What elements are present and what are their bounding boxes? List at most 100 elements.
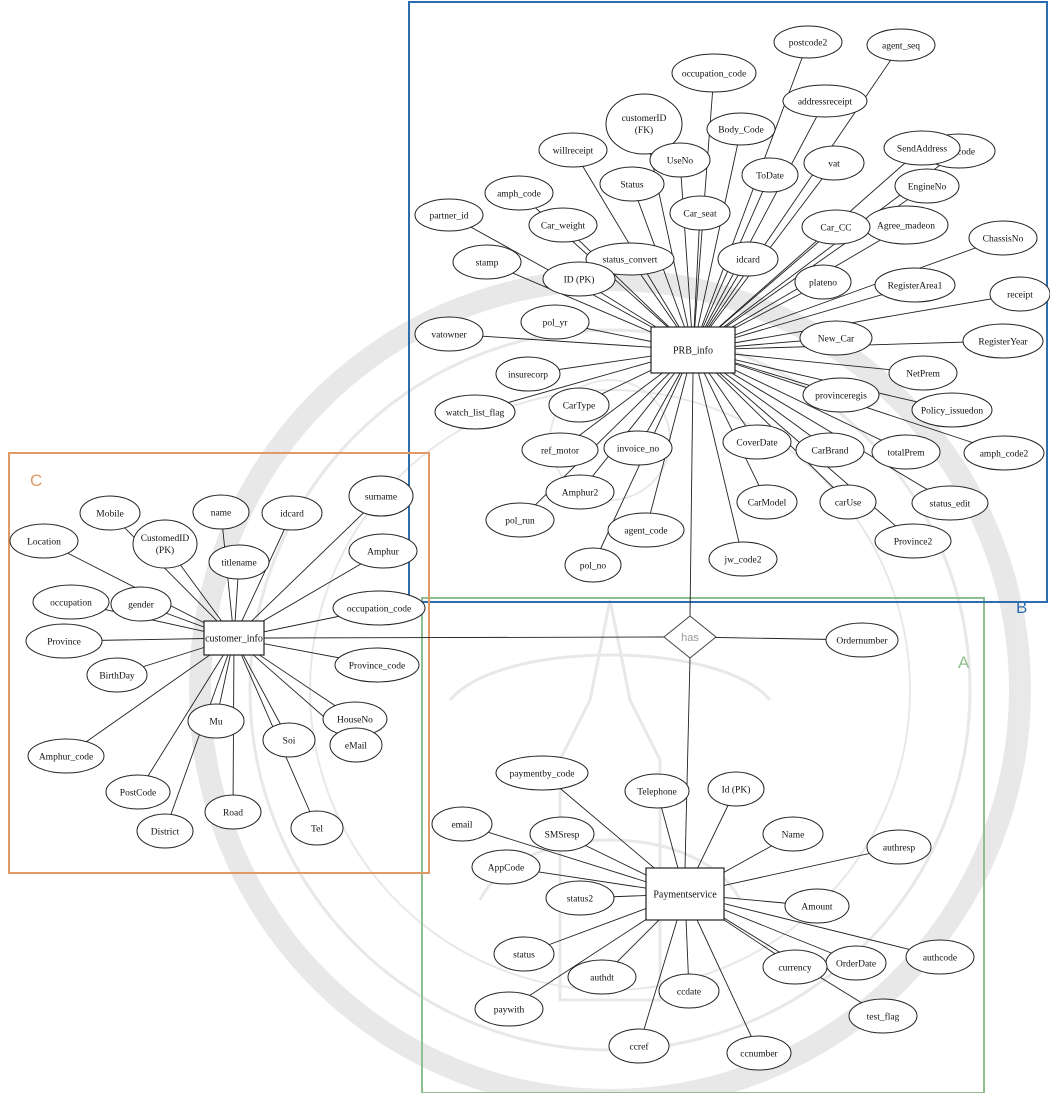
- attribute-label: CoverDate: [736, 439, 777, 449]
- attribute-body-code: Body_Code: [707, 113, 775, 145]
- attribute-email: eMail: [330, 728, 382, 762]
- attribute-label: stamp: [476, 259, 499, 269]
- attribute-occupation-code: occupation_code: [672, 54, 756, 92]
- attribute-label: addressreceipt: [798, 98, 853, 108]
- attribute-label: surname: [365, 493, 397, 503]
- attribute-id-pk: ID (PK): [543, 262, 615, 296]
- attribute-carbrand: CarBrand: [796, 433, 864, 467]
- attribute-jw-code2: jw_code2: [709, 542, 777, 576]
- attribute-car-weight: Car_weight: [529, 208, 597, 242]
- attribute-car-seat: Car_seat: [670, 196, 730, 230]
- attribute-label: jw_code2: [724, 556, 762, 566]
- attribute-ellipse: [133, 520, 197, 568]
- attribute-vat: vat: [804, 146, 864, 180]
- relationship-label: has: [681, 632, 699, 644]
- attribute-label: vatowner: [431, 331, 467, 341]
- attribute-label: agent_code: [624, 527, 667, 537]
- attribute-occupation: occupation: [33, 585, 109, 619]
- attribute-label-line2: (PK): [156, 545, 174, 556]
- attribute-caruse: carUse: [820, 485, 876, 519]
- attribute-authcode: authcode: [906, 940, 974, 974]
- attribute-postcode2: postcode2: [774, 26, 842, 58]
- attribute-label: pol_run: [505, 517, 535, 527]
- attribute-label: UseNo: [667, 157, 694, 167]
- attribute-label: ToDate: [756, 172, 784, 182]
- attribute-label: status: [513, 951, 535, 961]
- attribute-label: CarType: [563, 402, 596, 412]
- attribute-occupation-code: occupation_code: [333, 591, 425, 625]
- entity-paymentservice: Paymentservice: [646, 868, 724, 920]
- attribute-currency: currency: [763, 950, 827, 984]
- attribute-plateno: plateno: [795, 265, 851, 299]
- attribute-pol-no: pol_no: [565, 548, 621, 582]
- attribute-postcode: PostCode: [106, 775, 170, 809]
- entity-label: PRB_info: [673, 346, 713, 357]
- attribute-birthday: BirthDay: [87, 658, 147, 692]
- attribute-label: partner_id: [429, 212, 468, 222]
- attribute-addressreceipt: addressreceipt: [783, 85, 867, 117]
- attribute-label: Car_CC: [820, 224, 851, 234]
- attribute-receipt: receipt: [990, 277, 1050, 311]
- attribute-label: status2: [567, 895, 594, 905]
- attribute-orderdate: OrderDate: [826, 946, 886, 980]
- attribute-label: currency: [778, 964, 811, 974]
- attribute-label: authdt: [590, 974, 614, 984]
- attribute-label: CarModel: [748, 499, 787, 509]
- attribute-soi: Soi: [263, 723, 315, 757]
- attribute-label: Id (PK): [722, 785, 751, 796]
- attribute-name: Name: [763, 817, 823, 851]
- attribute-ccdate: ccdate: [659, 974, 719, 1008]
- attribute-label: OrderDate: [836, 960, 876, 970]
- attribute-label: agent_seq: [882, 42, 920, 52]
- attribute-district: District: [137, 814, 193, 848]
- attribute-amph-code2: amph_code2: [964, 436, 1044, 470]
- attribute-ccref: ccref: [609, 1029, 669, 1063]
- attribute-totalprem: totalPrem: [872, 435, 940, 469]
- attribute-amph-code: amph_code: [485, 176, 553, 210]
- attribute-label: amph_code: [497, 190, 541, 200]
- entity-label: customer_info: [205, 634, 263, 645]
- attribute-label: authresp: [883, 844, 915, 854]
- attribute-label-line2: (FK): [635, 125, 653, 136]
- attribute-label: idcard: [736, 256, 760, 266]
- attribute-todate: ToDate: [742, 158, 798, 192]
- attribute-agent-seq: agent_seq: [867, 29, 935, 61]
- attribute-label: status_edit: [930, 500, 971, 510]
- attribute-name: name: [193, 495, 249, 529]
- attribute-label: EngineNo: [908, 183, 947, 193]
- attribute-label: Telephone: [637, 788, 676, 798]
- attribute-label: provinceregis: [815, 392, 867, 402]
- attribute-status2: status2: [546, 881, 614, 915]
- entity-customer-info: customer_info: [204, 621, 264, 655]
- attribute-label: paymentby_code: [510, 770, 575, 780]
- attribute-mu: Mu: [188, 704, 244, 738]
- entity-label: Paymentservice: [653, 890, 717, 901]
- attribute-label: watch_list_flag: [446, 408, 505, 419]
- entity-prb-info: PRB_info: [651, 327, 735, 373]
- attribute-engineno: EngineNo: [895, 169, 959, 203]
- attribute-coverdate: CoverDate: [723, 425, 791, 459]
- attribute-label: idcard: [280, 510, 304, 520]
- attribute-tel: Tel: [291, 811, 343, 845]
- attribute-invoice-no: invoice_no: [604, 431, 672, 465]
- attribute-label: Amphur2: [562, 489, 599, 499]
- attribute-label: totalPrem: [888, 449, 926, 459]
- attribute-label: plateno: [809, 279, 837, 289]
- attribute-status: Status: [600, 167, 664, 201]
- attribute-telephone: Telephone: [625, 774, 689, 808]
- attribute-label: NetPrem: [906, 370, 940, 380]
- attribute-agree-madeon: Agree_madeon: [864, 206, 948, 244]
- attribute-amount: Amount: [785, 889, 849, 923]
- attribute-label: New_Car: [818, 335, 855, 345]
- attribute-ref-motor: ref_motor: [522, 433, 598, 467]
- attribute-titlename: titlename: [209, 545, 269, 579]
- attribute-label: District: [151, 828, 180, 838]
- attribute-status-edit: status_edit: [912, 486, 988, 520]
- attribute-netprem: NetPrem: [889, 356, 957, 390]
- attribute-label: PostCode: [120, 789, 156, 799]
- attribute-label: occupation_code: [682, 70, 746, 80]
- attribute-paymentby-code: paymentby_code: [496, 756, 588, 790]
- attribute-label: Province: [47, 638, 81, 648]
- attribute-useno: UseNo: [650, 143, 710, 177]
